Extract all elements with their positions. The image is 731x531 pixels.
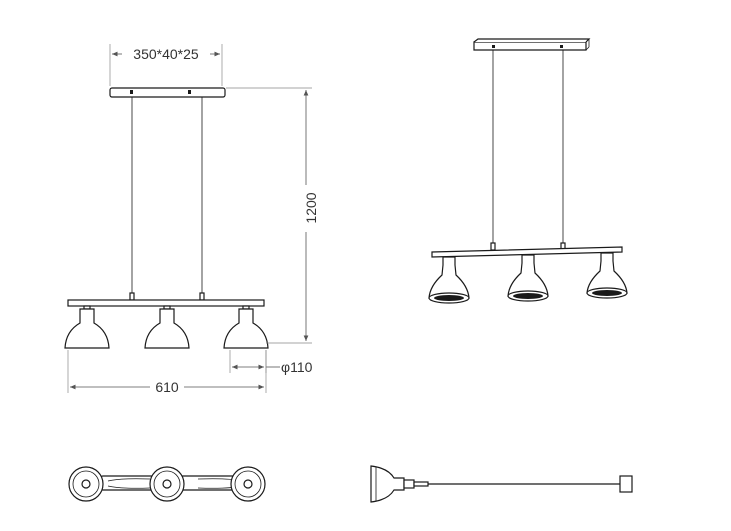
shade-3d-right bbox=[586, 252, 628, 299]
shade-left bbox=[64, 305, 110, 349]
shade-3d-left bbox=[428, 256, 470, 304]
lamp-bar-3d bbox=[431, 246, 623, 258]
shade-diameter-label: φ110 bbox=[281, 359, 313, 375]
canopy-3d bbox=[473, 41, 587, 51]
front-view: 350*40*25 1200 φ110 610 bbox=[64, 44, 319, 395]
canopy-side bbox=[619, 475, 633, 493]
shade-center bbox=[144, 305, 190, 349]
canopy bbox=[109, 87, 226, 98]
shade-top-right bbox=[230, 466, 266, 502]
shade-top-left bbox=[68, 466, 104, 502]
height-dimension-label: 1200 bbox=[303, 192, 319, 223]
perspective-view bbox=[428, 38, 628, 304]
top-view bbox=[68, 466, 266, 502]
width-dimension-label: 610 bbox=[155, 379, 179, 395]
shade-3d-center bbox=[507, 254, 549, 302]
shade-side bbox=[370, 465, 405, 503]
lamp-bar bbox=[67, 299, 265, 307]
side-view bbox=[370, 465, 633, 503]
shade-right bbox=[223, 305, 269, 349]
canopy-dimension-label: 350*40*25 bbox=[133, 46, 199, 62]
shade-top-center bbox=[149, 466, 185, 502]
